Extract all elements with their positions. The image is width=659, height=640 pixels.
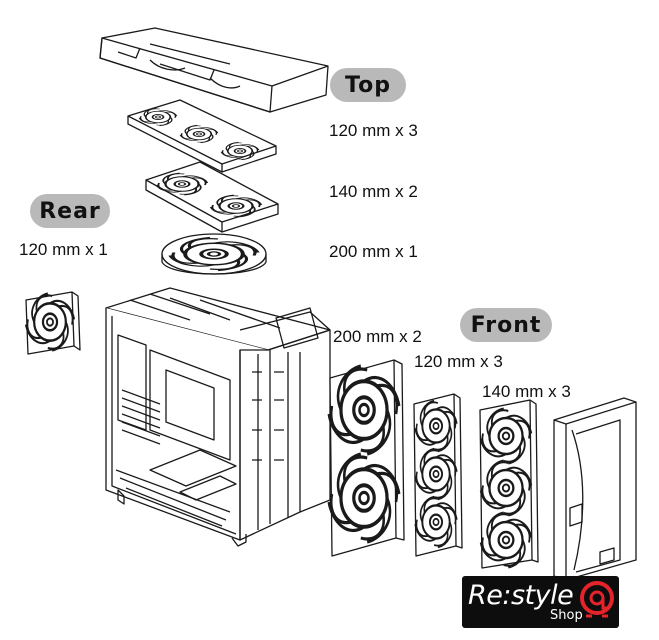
top-200-label: 200 mm x 1	[329, 242, 418, 261]
top-fan-tray-140	[146, 162, 278, 232]
top-fan-200	[162, 234, 266, 274]
logo-brand-text: Re:style	[468, 580, 574, 611]
front-panel	[553, 397, 637, 581]
logo-sub-text: Shop	[550, 608, 583, 623]
chassis	[105, 287, 331, 547]
front-fans-120	[414, 394, 462, 556]
front-fans-200	[329, 360, 404, 556]
front-200-label: 200 mm x 2	[333, 327, 422, 346]
front-140-label: 140 mm x 3	[482, 382, 571, 401]
rear-fan-120	[26, 292, 80, 354]
rear-120-label: 120 mm x 1	[19, 240, 108, 259]
top-fan-tray-120	[128, 100, 276, 172]
front-heading: Front	[460, 308, 552, 342]
at-sign-icon	[580, 581, 614, 618]
front-120-label: 120 mm x 3	[414, 352, 503, 371]
top-cover-panel	[99, 27, 329, 113]
restyle-shop-logo: Re:style Shop	[462, 576, 619, 628]
top-140-label: 140 mm x 2	[329, 182, 418, 201]
top-heading: Top	[330, 68, 406, 102]
top-120-label: 120 mm x 3	[329, 121, 418, 140]
front-fans-140	[480, 400, 538, 568]
rear-heading: Rear	[30, 194, 110, 228]
